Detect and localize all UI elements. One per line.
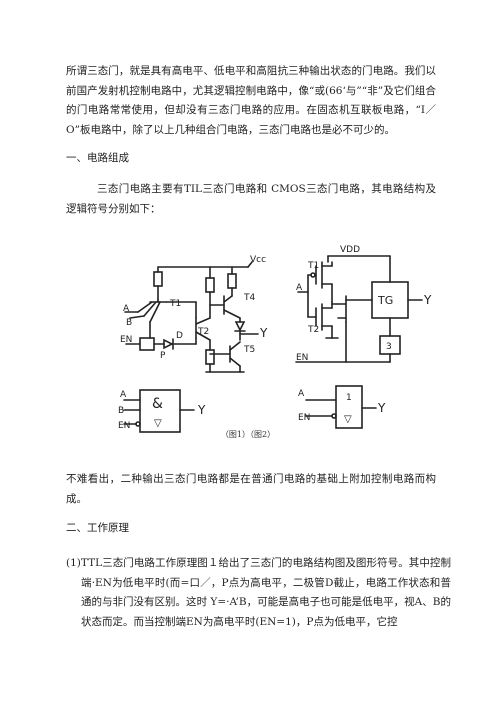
label-cmos-t2: T2 xyxy=(307,325,319,335)
label-sym-and: & xyxy=(152,396,163,412)
label-diode-d: D xyxy=(176,331,183,341)
label-output-y: Y xyxy=(259,326,268,340)
label-vcc: Vcc xyxy=(250,255,266,265)
principle-paragraph: (1)TTL三态门电路工作原理图１给出了三态门的电路结构图及图形符号。其中控制端… xyxy=(66,557,451,628)
cmos-tristate-circuit xyxy=(295,255,423,363)
composition-paragraph: 三态门电路主要有TIL三态门电路和 CMOS三态门电路，其电路结构及逻辑符号分别… xyxy=(66,183,436,215)
label-enable: EN xyxy=(120,335,132,345)
section-heading-principle: 二、工作原理 xyxy=(66,522,129,534)
label-sym-y: Y xyxy=(197,403,206,417)
label-sym-b: B xyxy=(118,406,124,416)
label-t1: T1 xyxy=(169,299,181,309)
ttl-tristate-circuit xyxy=(124,261,259,373)
label-tg: TG xyxy=(377,294,393,307)
label-sym2-buf: 1 xyxy=(346,393,352,403)
label-input-b: B xyxy=(126,318,132,328)
label-output-y-cmos: Y xyxy=(423,293,432,307)
label-input-a: A xyxy=(123,304,130,314)
label-enable-cmos: EN xyxy=(296,353,308,363)
label-t5: T5 xyxy=(243,345,255,355)
label-sym-tri: ▽ xyxy=(154,418,162,429)
label-sym2-a: A xyxy=(298,389,305,399)
label-node-p: P xyxy=(160,351,166,361)
label-input-a-cmos: A xyxy=(296,283,303,293)
label-t2: T2 xyxy=(197,327,209,337)
cmos-logic-symbol xyxy=(305,385,377,429)
label-vdd: VDD xyxy=(340,245,360,255)
label-cmos-t1: T1 xyxy=(307,261,319,271)
ttl-logic-symbol xyxy=(123,389,195,433)
label-sym2-en: EN xyxy=(298,413,310,423)
intro-paragraph: 所谓三态门，就是具有高电平、低电平和高阻抗三种输出状态的门电路。我们以前国产发射… xyxy=(66,65,436,136)
section-heading-composition: 一、电路组成 xyxy=(66,152,129,164)
label-inverter: 3 xyxy=(386,342,392,352)
conclusion-paragraph: 不难看出，二种输出三态门电路都是在普通门电路的基础上附加控制电路而构成。 xyxy=(66,473,436,505)
label-sym2-tri: ▽ xyxy=(344,414,352,425)
label-sym-a: A xyxy=(120,390,127,400)
label-sym2-y: Y xyxy=(377,401,386,415)
label-sym-en: EN xyxy=(118,421,130,431)
figure-caption: （图1）（图2） xyxy=(220,430,276,439)
label-t4: T4 xyxy=(243,293,255,303)
